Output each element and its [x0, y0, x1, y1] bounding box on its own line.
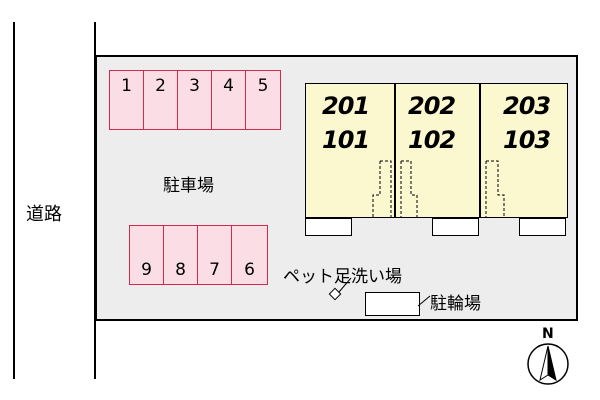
unit-divider	[479, 84, 481, 217]
road-line-left	[13, 22, 15, 379]
pet-wash-label: ペット足洗い場	[283, 267, 402, 287]
parking-slot: 4	[211, 70, 246, 130]
room-number: 101	[322, 126, 370, 154]
road-label: 道路	[26, 204, 62, 225]
parking-slot: 6	[231, 225, 268, 285]
building: 201 101 202 102 203 103	[305, 83, 568, 218]
parking-slot: 7	[197, 225, 232, 285]
pet-wash-marker-icon	[328, 277, 352, 301]
bicycle-leader-line	[417, 295, 431, 307]
entrance-step	[519, 218, 566, 236]
compass-north-icon	[527, 343, 569, 385]
compass-label: N	[542, 326, 554, 342]
entrance-outlines	[372, 160, 504, 218]
room-number: 202	[408, 92, 456, 120]
entrance-step	[305, 218, 352, 236]
room-number: 203	[503, 92, 551, 120]
parking-slot: 3	[177, 70, 212, 130]
entrance-step	[432, 218, 479, 236]
parking-slot: 1	[109, 70, 144, 130]
parking-slot: 9	[129, 225, 164, 285]
bicycle-parking-label: 駐輪場	[430, 294, 481, 314]
parking-slot: 5	[245, 70, 281, 130]
parking-label: 駐車場	[163, 176, 214, 196]
room-number: 103	[503, 126, 551, 154]
parking-slot: 8	[163, 225, 198, 285]
room-number: 102	[408, 126, 456, 154]
parking-slot: 2	[143, 70, 178, 130]
room-number: 201	[322, 92, 370, 120]
bicycle-parking-area	[365, 292, 420, 316]
unit-divider	[394, 84, 396, 217]
